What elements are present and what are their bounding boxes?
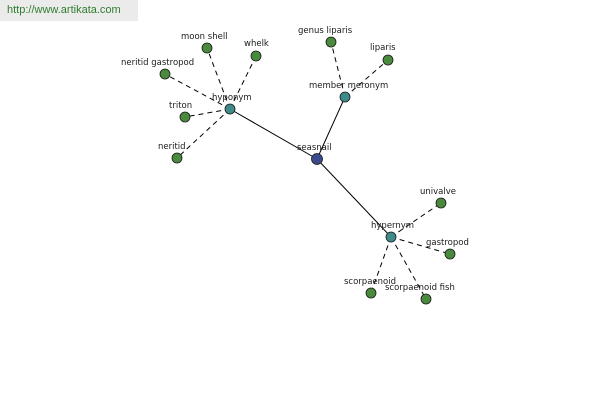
leaf-node-marker[interactable] [325, 36, 337, 48]
leaf-node-marker[interactable] [420, 293, 432, 305]
leaf-node-label: gastropod [426, 238, 469, 248]
leaf-node-marker[interactable] [365, 287, 377, 299]
leaf-node-marker[interactable] [201, 42, 213, 54]
leaf-node-label: moon shell [181, 32, 228, 42]
leaf-node-univalve[interactable]: univalve [420, 187, 456, 209]
leaf-node-marker[interactable] [435, 197, 447, 209]
edge-seasnail-hypernym [316, 158, 392, 238]
leaf-node-triton[interactable]: triton [169, 101, 192, 123]
edge-hypernym-scorpaenoid [370, 236, 392, 294]
leaf-node-whelk[interactable]: whelk [244, 39, 269, 62]
site-url-link[interactable]: http://www.artikata.com [0, 0, 138, 21]
edge-member-meronym-genus-liparis [330, 41, 346, 98]
edge-hyponym-moon-shell [206, 47, 231, 110]
edge-hyponym-whelk [229, 55, 257, 110]
leaf-node-marker[interactable] [171, 152, 183, 164]
relation-node-label: hyponym [212, 93, 252, 103]
leaf-node-moon-shell[interactable]: moon shell [181, 32, 228, 54]
edge-seasnail-member-meronym [316, 96, 346, 160]
relation-node-member-meronym[interactable]: member meronym [309, 81, 388, 103]
edge-member-meronym-liparis [344, 59, 389, 98]
edge-hyponym-neritid-gastropod [164, 73, 231, 110]
edge-hypernym-scorpaenoid-fish [390, 236, 427, 300]
nodes-layer: moon shell whelk neritid gastropod triton ne… [121, 26, 469, 305]
relation-node-hyponym[interactable]: hyponym [212, 93, 252, 115]
leaf-node-label: liparis [370, 43, 396, 53]
leaf-node-label: scorpaenoid fish [385, 283, 455, 293]
leaf-node-label: univalve [420, 187, 456, 197]
relation-node-marker[interactable] [385, 231, 397, 243]
edge-seasnail-hyponym [229, 108, 318, 160]
center-node-marker[interactable] [311, 153, 323, 165]
leaf-node-marker[interactable] [159, 68, 171, 80]
center-node-seasnail[interactable]: seasnail [297, 143, 332, 165]
edge-hyponym-neritid [176, 108, 231, 159]
relation-node-marker[interactable] [224, 103, 236, 115]
leaf-node-label: neritid [158, 142, 186, 152]
leaf-node-label: genus liparis [298, 26, 353, 36]
leaf-node-marker[interactable] [444, 248, 456, 260]
leaf-node-label: triton [169, 101, 192, 111]
leaf-node-genus-liparis[interactable]: genus liparis [298, 26, 353, 48]
relation-node-hypernym[interactable]: hypernym [371, 221, 414, 243]
edges-layer [164, 41, 451, 300]
relation-node-marker[interactable] [339, 91, 351, 103]
leaf-node-marker[interactable] [382, 54, 394, 66]
leaf-node-label: neritid gastropod [121, 58, 194, 68]
leaf-node-label: whelk [244, 39, 269, 49]
relation-node-label: hypernym [371, 221, 414, 231]
leaf-node-scorpaenoid[interactable]: scorpaenoid [344, 277, 396, 299]
center-node-label: seasnail [297, 143, 332, 153]
leaf-node-marker[interactable] [179, 111, 191, 123]
relation-node-label: member meronym [309, 81, 388, 91]
leaf-node-marker[interactable] [250, 50, 262, 62]
edge-hyponym-triton [184, 108, 231, 118]
leaf-node-neritid-gastropod[interactable]: neritid gastropod [121, 58, 194, 80]
leaf-node-label: scorpaenoid [344, 277, 396, 287]
leaf-node-gastropod[interactable]: gastropod [426, 238, 469, 260]
leaf-node-liparis[interactable]: liparis [370, 43, 396, 66]
leaf-node-scorpaenoid-fish[interactable]: scorpaenoid fish [385, 283, 455, 305]
edge-hypernym-gastropod [390, 236, 451, 255]
leaf-node-neritid[interactable]: neritid [158, 142, 186, 164]
edge-hypernym-univalve [390, 202, 442, 238]
